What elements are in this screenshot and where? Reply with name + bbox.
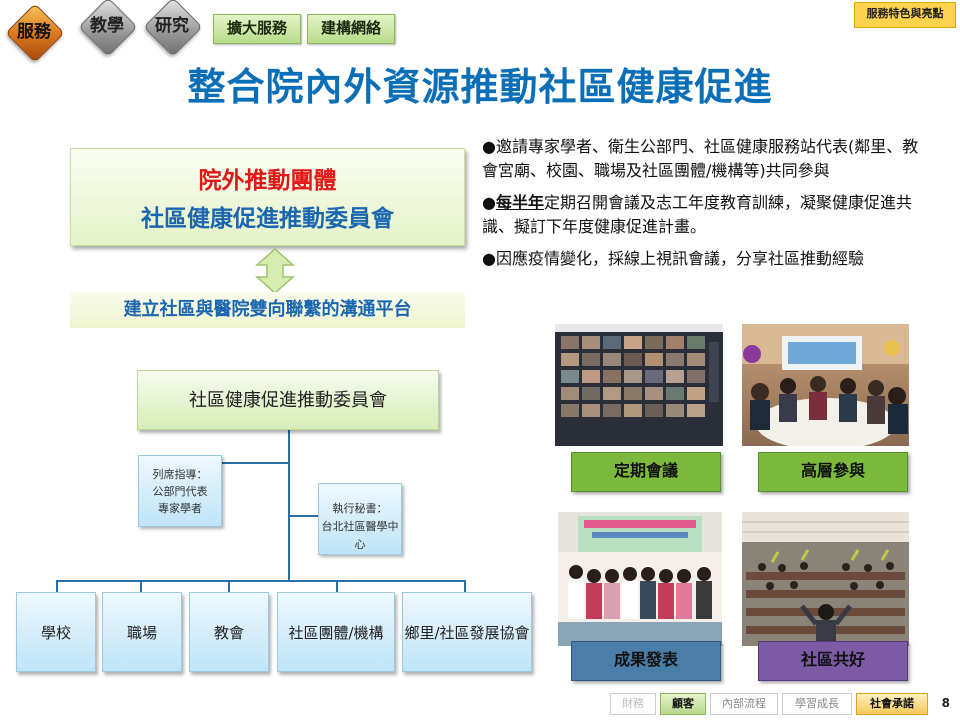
footer-tab-social-commitment[interactable]: 社會承諾 [856,693,928,715]
photo-video-meeting [555,324,723,446]
footer-tab-learning-growth[interactable]: 學習成長 [782,693,852,715]
org-secretary-line: 執行秘書： [332,502,388,515]
bullet-item: ●每半年定期召開會議及志工年度教育訓練，凝聚健康促進共識、擬訂下年度健康促進計畫… [482,193,912,236]
org-committee-box: 社區健康促進推動委員會 [137,370,439,430]
org-advisor-box: 列席指導： 公部門代表 專家學者 [138,455,222,527]
org-child-village-association: 鄉里/社區發展協會 [402,592,532,672]
bullet-item: ●邀請專家學者、衛生公部門、社區健康服務站代表(鄰里、教會宮廟、校園、職場及社區… [482,137,919,180]
caption-results: 成果發表 [571,641,721,681]
bullet-text: 定期召開會議及志工年度教育訓練，凝聚健康促進共識、擬訂下年度健康促進計畫。 [482,193,912,236]
org-line [228,580,230,592]
bullet-item: ●因應疫情變化，採線上視訊會議，分享社區推動經驗 [482,249,864,268]
org-line [140,580,142,592]
org-line [290,515,318,517]
org-secretary-line: 台北社區醫學中心 [321,520,399,551]
outer-group-box: 院外推動團體 社區健康促進推動委員會 [70,148,465,246]
footer-tab-internal-process[interactable]: 內部流程 [710,693,778,715]
org-line [288,430,290,582]
photo-leadership-banquet [742,324,909,446]
org-line [464,580,466,592]
org-advisor-line: 公部門代表 [152,485,208,498]
outer-group-line1: 院外推動團體 [198,168,337,194]
double-arrow-icon [255,247,295,295]
org-line [56,580,58,592]
nav-label-service: 服務 [17,22,51,42]
outer-group-line2: 社區健康促進推動委員會 [141,206,394,232]
bullet-text: 邀請專家學者、衛生公部門、社區健康服務站代表(鄰里、教會宮廟、校園、職場及社區團… [482,137,919,180]
nav-label-teaching: 教學 [90,16,124,36]
tag-expand-service[interactable]: 擴大服務 [213,14,301,44]
page-title: 整合院內外資源推動社區健康促進 [187,65,773,109]
bullet-emphasis: 每半年 [495,193,544,212]
nav-label-research: 研究 [155,16,189,36]
org-line [222,462,288,464]
org-line [336,580,338,592]
org-secretary-box: 執行秘書： 台北社區醫學中心 [318,483,402,555]
photo-results-presentation [558,512,722,646]
org-child-community-group: 社區團體/機構 [277,592,395,672]
caption-community: 社區共好 [758,641,908,681]
tag-build-network[interactable]: 建構網絡 [307,14,395,44]
page-number: 8 [941,696,950,710]
footer-tab-finance[interactable]: 財務 [610,693,656,715]
footer-tab-customer[interactable]: 顧客 [660,693,706,715]
org-advisor-line: 專家學者 [158,502,202,515]
caption-regular-meeting: 定期會議 [571,452,721,492]
photo-community-auditorium [742,512,909,646]
org-child-workplace: 職場 [102,592,182,672]
org-advisor-line: 列席指導： [152,468,208,481]
org-child-church: 教會 [189,592,269,672]
bullet-text: 因應疫情變化，採線上視訊會議，分享社區推動經驗 [495,249,864,268]
corner-badge: 服務特色與亮點 [854,2,956,28]
caption-leadership: 高層參與 [758,452,908,492]
bullet-list: ●邀請專家學者、衛生公部門、社區健康服務站代表(鄰里、教會宮廟、校園、職場及社區… [482,135,922,279]
org-child-school: 學校 [16,592,96,672]
platform-banner: 建立社區與醫院雙向聯繫的溝通平台 [70,292,465,328]
org-line [56,580,466,582]
